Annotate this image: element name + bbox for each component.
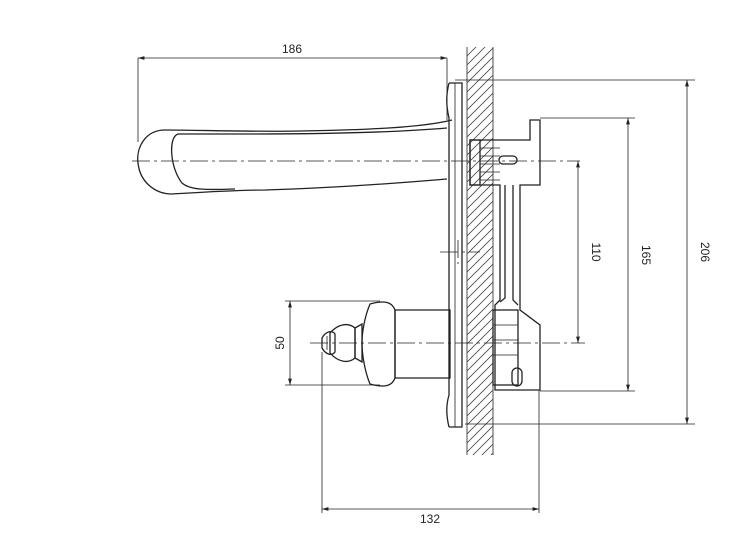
- wall-hatch-line: [467, 236, 493, 264]
- wall-hatch-line: [467, 47, 486, 66]
- dimension-165-label: 165: [639, 245, 653, 265]
- wall-hatch-line: [467, 362, 493, 390]
- wall-hatch-line: [467, 191, 493, 219]
- wall-hatch-line: [467, 462, 493, 488]
- wall-hatch-line: [467, 200, 493, 228]
- wall-hatch-line: [467, 389, 493, 417]
- wall-hatch-line: [467, 92, 493, 120]
- wall-hatch-line: [467, 299, 493, 327]
- dimension-110-label: 110: [589, 242, 603, 261]
- dimension-132-label: 132: [420, 512, 440, 526]
- dimension-50-label: 50: [273, 336, 287, 350]
- handle: [321, 301, 451, 387]
- wall-hatch-line: [467, 83, 493, 111]
- escutcheon-plate: [446, 82, 463, 428]
- wall-hatch-line: [467, 227, 493, 255]
- wall-hatch-line: [467, 47, 493, 75]
- wall-hatch-line: [467, 110, 493, 138]
- wall-hatch-line: [467, 47, 477, 57]
- wall-hatch-line: [467, 326, 493, 354]
- wall-hatch-line: [467, 245, 493, 273]
- wall-hatch-line: [472, 434, 493, 455]
- wall-hatch-line: [467, 272, 493, 300]
- wall-hatch-line: [467, 119, 493, 147]
- wall-hatch-line: [467, 335, 493, 363]
- wall-hatch-line: [467, 173, 493, 201]
- wall-hatch-line: [467, 380, 493, 408]
- wall-hatch-line: [467, 263, 493, 291]
- wall-hatch-line: [467, 471, 493, 497]
- wall-hatch-line: [467, 290, 493, 318]
- center-lines: [132, 160, 585, 344]
- wall-hatch-line: [467, 254, 493, 282]
- wall-hatch-line: [467, 182, 493, 210]
- wall-hatch-line: [467, 308, 493, 336]
- wall-hatch-line: [467, 416, 493, 444]
- valve-body: [469, 119, 541, 391]
- dimension-186-label: 186: [282, 42, 302, 56]
- wall-hatch-line: [467, 65, 493, 93]
- dimension-206-label: 206: [698, 242, 712, 262]
- wall-hatch-line: [467, 218, 493, 246]
- wall-hatch-line: [490, 452, 493, 455]
- wall-hatch-line: [467, 344, 493, 372]
- wall-hatch-line: [467, 317, 493, 345]
- wall-hatch-line: [467, 371, 493, 399]
- wall-hatch-line: [467, 407, 493, 435]
- wall-hatch-line: [467, 74, 493, 102]
- wall-hatch-line: [467, 101, 493, 129]
- wall: [466, 47, 494, 497]
- wall-hatch-line: [467, 398, 493, 426]
- wall-hatch-line: [467, 425, 493, 453]
- wall-hatch-line: [467, 209, 493, 237]
- wall-hatch-line: [467, 281, 493, 309]
- spout: [137, 119, 453, 195]
- wall-hatch-line: [481, 443, 493, 455]
- dimension-lines: [137, 56, 695, 513]
- wall-hatch-line: [467, 353, 493, 381]
- wall-hatch-line: [467, 56, 493, 84]
